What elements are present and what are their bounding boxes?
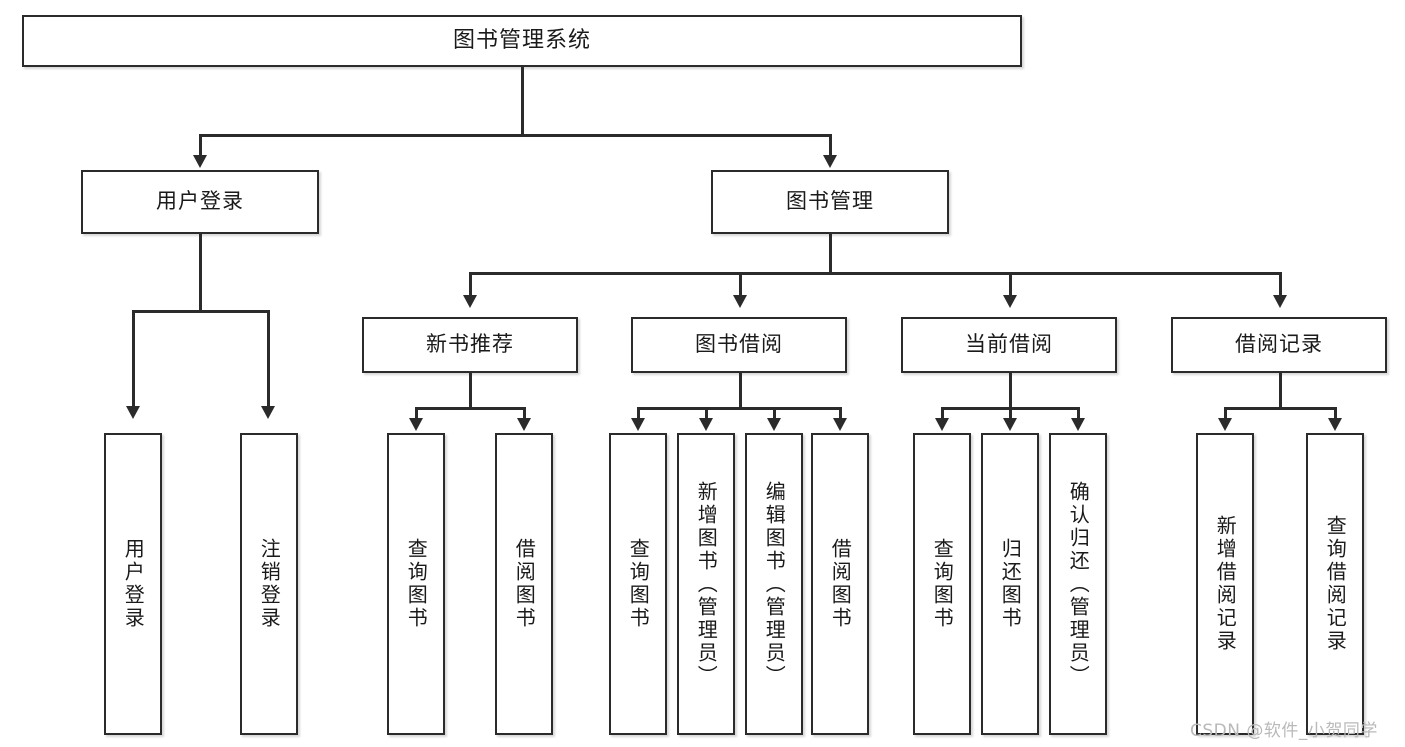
node-leaf-user-logout[interactable]: 注销登录 (240, 433, 298, 735)
node-label: 编辑图书（管理员） (762, 480, 787, 688)
node-label: 图书借阅 (695, 332, 783, 357)
arrowhead-root-to-user-login (193, 155, 207, 168)
node-root-system[interactable]: 图书管理系统 (22, 15, 1022, 67)
arrowhead-book-manage-to-new-book (463, 295, 477, 308)
connector-root-to-book-manage (829, 134, 832, 158)
node-leaf-user-login[interactable]: 用户登录 (104, 433, 162, 735)
node-leaf-add-record[interactable]: 新增借阅记录 (1196, 433, 1254, 735)
node-label: 借阅图书 (828, 538, 853, 630)
node-leaf-return-book[interactable]: 归还图书 (981, 433, 1039, 735)
node-current-borrow[interactable]: 当前借阅 (901, 317, 1117, 373)
node-label: 查询图书 (930, 538, 955, 630)
node-leaf-borrow-book-1[interactable]: 借阅图书 (495, 433, 553, 735)
connector-borrow-record-to-leaf-2 (1334, 407, 1337, 421)
node-leaf-query-record[interactable]: 查询借阅记录 (1306, 433, 1364, 735)
node-leaf-edit-book[interactable]: 编辑图书（管理员） (745, 433, 803, 735)
connector-borrow-record-stem (1279, 373, 1282, 409)
node-leaf-query-book-1[interactable]: 查询图书 (387, 433, 445, 735)
connector-new-book-bus (415, 407, 525, 410)
arrowhead-book-borrow-to-leaf-1 (631, 418, 645, 431)
connector-current-borrow-to-leaf-3 (1077, 407, 1080, 421)
arrowhead-book-borrow-to-leaf-2 (699, 418, 713, 431)
connector-book-borrow-stem (739, 373, 742, 409)
connector-book-manage-to-book-borrow (739, 272, 742, 298)
node-borrow-record[interactable]: 借阅记录 (1171, 317, 1387, 373)
connector-borrow-record-bus (1224, 407, 1336, 410)
node-label: 归还图书 (998, 538, 1023, 630)
arrowhead-book-manage-to-borrow-record (1273, 295, 1287, 308)
connector-current-borrow-to-leaf-1 (941, 407, 944, 421)
node-label: 借阅图书 (512, 538, 537, 630)
connector-book-manage-to-borrow-record (1279, 272, 1282, 298)
arrowhead-new-book-to-leaf-2 (517, 418, 531, 431)
connector-book-borrow-to-leaf-2 (705, 407, 708, 421)
node-new-book-recommend[interactable]: 新书推荐 (362, 317, 578, 373)
node-label: 用户登录 (156, 189, 244, 214)
node-label: 图书管理系统 (452, 27, 591, 53)
node-label: 注销登录 (257, 538, 282, 630)
arrowhead-current-borrow-to-leaf-1 (935, 418, 949, 431)
arrowhead-book-borrow-to-leaf-4 (833, 418, 847, 431)
arrowhead-book-borrow-to-leaf-3 (767, 418, 781, 431)
connector-borrow-record-to-leaf-1 (1224, 407, 1227, 421)
arrowhead-user-login-to-leaf-1 (126, 406, 140, 419)
connector-user-login-bus (132, 310, 269, 313)
arrowhead-new-book-to-leaf-1 (409, 418, 423, 431)
node-leaf-add-book[interactable]: 新增图书（管理员） (677, 433, 735, 735)
node-leaf-query-book-2[interactable]: 查询图书 (609, 433, 667, 735)
node-label: 查询借阅记录 (1323, 515, 1348, 653)
node-label: 查询图书 (626, 538, 651, 630)
node-label: 借阅记录 (1235, 332, 1323, 357)
connector-book-manage-to-current-borrow (1009, 272, 1012, 298)
node-label: 确认归还（管理员） (1066, 480, 1091, 688)
connector-book-borrow-bus (637, 407, 841, 410)
arrowhead-current-borrow-to-leaf-2 (1003, 418, 1017, 431)
node-book-borrow[interactable]: 图书借阅 (631, 317, 847, 373)
arrowhead-book-manage-to-current-borrow (1003, 295, 1017, 308)
node-label: 当前借阅 (965, 332, 1053, 357)
node-leaf-confirm-return[interactable]: 确认归还（管理员） (1049, 433, 1107, 735)
node-label: 图书管理 (786, 189, 874, 214)
node-label: 新书推荐 (426, 332, 514, 357)
csdn-watermark: CSDN @软件_小贺同学 (1190, 721, 1378, 741)
connector-book-borrow-to-leaf-1 (637, 407, 640, 421)
connector-user-login-stem (199, 234, 202, 312)
node-user-login[interactable]: 用户登录 (81, 170, 319, 234)
connector-user-login-to-leaf-2 (267, 310, 270, 409)
arrowhead-current-borrow-to-leaf-3 (1071, 418, 1085, 431)
arrowhead-user-login-to-leaf-2 (261, 406, 275, 419)
node-label: 查询图书 (404, 538, 429, 630)
connector-book-borrow-to-leaf-3 (773, 407, 776, 421)
connector-book-borrow-to-leaf-4 (839, 407, 842, 421)
connector-new-book-stem (469, 373, 472, 409)
connector-root-stem (521, 67, 524, 136)
node-label: 用户登录 (121, 538, 146, 630)
connector-book-manage-bus (469, 272, 1281, 275)
arrowhead-root-to-book-manage (823, 155, 837, 168)
connector-current-borrow-to-leaf-2 (1009, 407, 1012, 421)
connector-user-login-to-leaf-1 (132, 310, 135, 409)
connector-book-manage-to-new-book (469, 272, 472, 298)
node-book-manage[interactable]: 图书管理 (711, 170, 949, 234)
connector-root-to-user-login (199, 134, 202, 158)
connector-book-manage-stem (829, 234, 832, 274)
connector-new-book-to-leaf-2 (523, 407, 526, 421)
arrowhead-borrow-record-to-leaf-1 (1218, 418, 1232, 431)
connector-current-borrow-stem (1009, 373, 1012, 409)
node-label: 新增图书（管理员） (694, 480, 719, 688)
node-leaf-query-book-3[interactable]: 查询图书 (913, 433, 971, 735)
node-leaf-borrow-book-2[interactable]: 借阅图书 (811, 433, 869, 735)
connector-new-book-to-leaf-1 (415, 407, 418, 421)
node-label: 新增借阅记录 (1213, 515, 1238, 653)
arrowhead-borrow-record-to-leaf-2 (1328, 418, 1342, 431)
connector-root-bus (199, 134, 831, 137)
arrowhead-book-manage-to-book-borrow (733, 295, 747, 308)
